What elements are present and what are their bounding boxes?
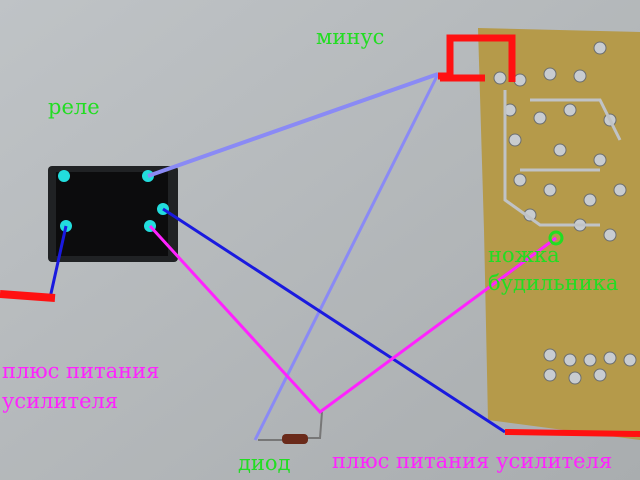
wire-diode-to-minus bbox=[253, 73, 440, 441]
wire-bottom-red bbox=[504, 429, 640, 437]
wire-relay-to-amp-plus bbox=[162, 207, 506, 434]
label-relay: реле bbox=[48, 95, 100, 119]
label-alarm-leg-1: ножка bbox=[488, 243, 560, 267]
diode bbox=[258, 411, 323, 444]
label-amp-plus-left-2: усилителя bbox=[2, 389, 119, 413]
label-amp-plus-left-1: плюс питания bbox=[2, 359, 160, 383]
alarm-leg-marker bbox=[548, 230, 564, 246]
label-alarm-leg-2: будильника bbox=[488, 271, 619, 295]
label-minus: минус bbox=[316, 25, 385, 49]
wire-relay-to-minus bbox=[147, 72, 439, 178]
label-amp-plus-bottom: плюс питания усилителя bbox=[332, 449, 613, 473]
wire-relay-to-left-plus bbox=[48, 225, 68, 299]
wire-magenta bbox=[148, 224, 557, 415]
label-diode: диод bbox=[238, 451, 291, 475]
relay bbox=[48, 166, 178, 262]
wire-left-red bbox=[0, 290, 56, 302]
wire-minus-red bbox=[438, 34, 516, 82]
relay-pin bbox=[58, 170, 70, 182]
